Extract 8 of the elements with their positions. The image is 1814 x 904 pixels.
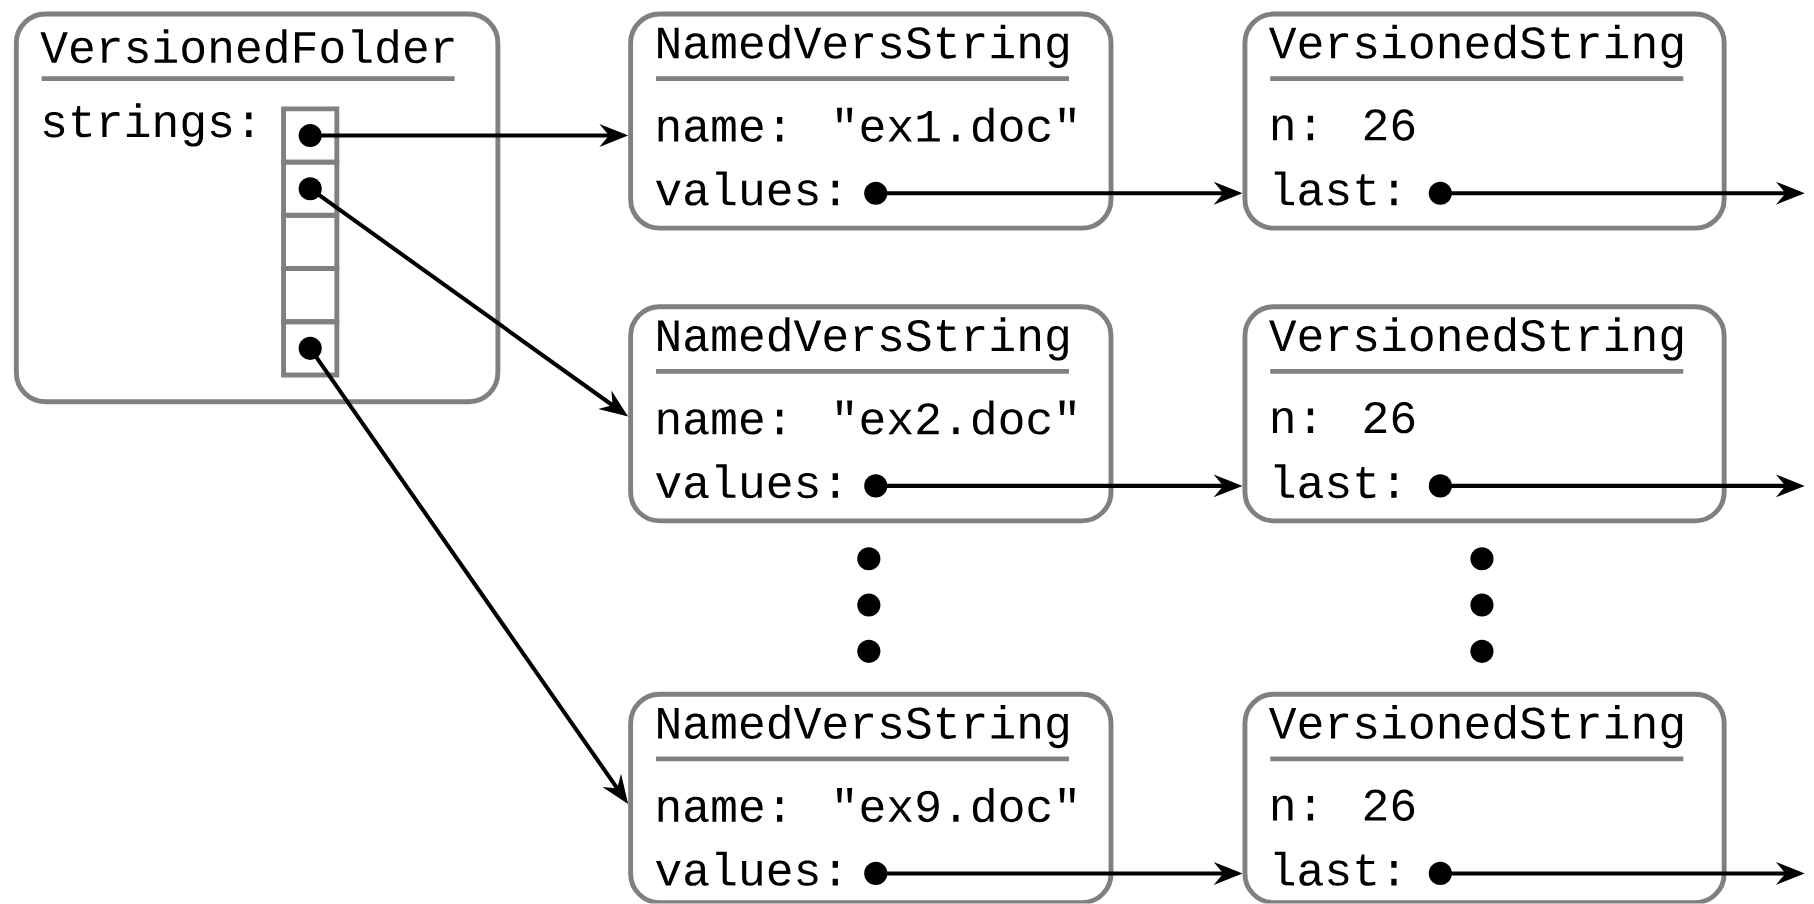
object-box: VersionedFolder strings:: [13, 11, 501, 405]
object-box: VersionedString n: 26 last:: [1242, 304, 1727, 524]
object-box: VersionedString n: 26 last:: [1242, 692, 1727, 904]
object-box: NamedVersString name: "ex1.doc" values:: [628, 11, 1114, 231]
object-box: VersionedString n: 26 last:: [1242, 11, 1727, 231]
object-box: NamedVersString name: "ex9.doc" values:: [628, 692, 1114, 904]
pointer-cell: [281, 319, 340, 378]
object-box: NamedVersString name: "ex2.doc" values:: [628, 304, 1114, 524]
